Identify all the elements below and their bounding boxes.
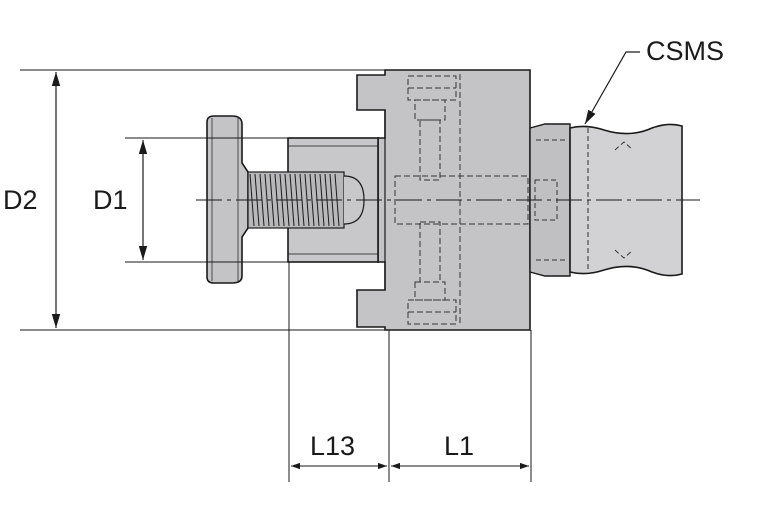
- csms-leader: [584, 51, 640, 125]
- dimension-l13-l1: [288, 262, 532, 482]
- l1-label: L1: [444, 431, 475, 461]
- d2-label: D2: [3, 185, 38, 215]
- d1-label: D1: [93, 185, 128, 215]
- dimension-d2: [20, 69, 530, 331]
- threaded-screw: [247, 171, 365, 229]
- csms-label: CSMS: [646, 36, 725, 66]
- l13-label: L13: [310, 431, 356, 461]
- dimension-d1: [125, 137, 288, 263]
